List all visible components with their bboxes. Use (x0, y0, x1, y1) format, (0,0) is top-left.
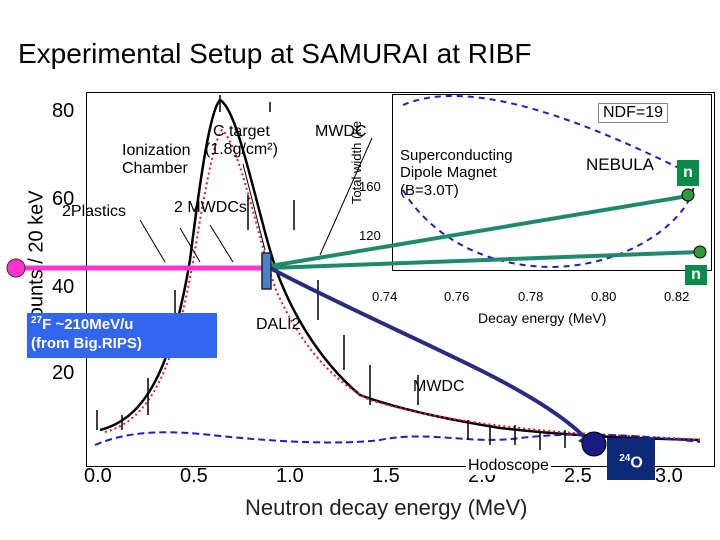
mwdc-top-label: MWDC (315, 123, 367, 140)
neutron-track-2 (269, 250, 701, 270)
fragment-box: 24O (607, 438, 655, 480)
ionization-chamber-label: Ionization Chamber (122, 142, 191, 178)
beam-mass-number: 27 (31, 315, 43, 326)
inset-x-tick-3: 0.80 (591, 289, 617, 304)
x-tick-1: 0.5 (180, 465, 208, 487)
dali-label: DALI2 (256, 316, 301, 333)
neutron-box-1: n (677, 160, 699, 186)
beam-info-text: F ~210MeV/u (from Big.RIPS) (31, 316, 142, 352)
y-tick-20: 20 (52, 362, 75, 384)
slide-title: Experimental Setup at SAMURAI at RIBF (18, 38, 532, 69)
y-tick-80: 80 (52, 100, 75, 122)
main-plot-frame (86, 92, 715, 467)
fragment-label: O (630, 454, 643, 472)
y-tick-40: 40 (52, 276, 75, 298)
inset-curves (402, 95, 696, 269)
fit-curve-black (99, 98, 701, 442)
x-tick-2: 1.0 (276, 465, 304, 487)
x-tick-5: 2.5 (564, 465, 592, 487)
c-target-label: C target (1.8g/cm²) (205, 123, 278, 159)
x-tick-0: 0.0 (84, 465, 112, 487)
target-block (261, 252, 272, 290)
inset-x-tick-4: 0.82 (664, 289, 690, 304)
inset-legend: NDF=19 (598, 103, 669, 123)
inset-x-label: Decay energy (MeV) (478, 310, 607, 326)
beam-info-box: 27F ~210MeV/u (from Big.RIPS) (27, 313, 217, 358)
fit-curve-red (104, 128, 701, 441)
neutron-box-2: n (685, 265, 707, 285)
neutron-track-1 (269, 194, 689, 268)
inset-y-tick-120: 120 (359, 228, 381, 243)
inset-plot: NDF=19 160 120 Total width (ke (349, 94, 712, 271)
x-axis-title: Neutron decay energy (MeV) (245, 495, 528, 520)
fragment-dot (581, 431, 607, 457)
beam-source (6, 258, 26, 278)
inset-x-tick-2: 0.78 (518, 289, 544, 304)
magnet-label: Superconducting Dipole Magnet (B=3.0T) (400, 147, 513, 199)
background-curve-blue (94, 431, 701, 446)
neutron-1 (681, 188, 695, 202)
fragment-mass-number: 24 (619, 453, 631, 464)
inset-x-tick-1: 0.76 (444, 289, 470, 304)
fragment-track (269, 266, 592, 445)
hodoscope-label: Hodoscope (466, 457, 551, 476)
neutron-2 (693, 245, 707, 259)
x-tick-3: 1.5 (372, 465, 400, 487)
plastics-label: 2Plastics (62, 203, 127, 220)
mwdcs2-label: 2 MWDCs (174, 199, 247, 216)
inset-x-tick-0: 0.74 (372, 289, 398, 304)
x-tick-6: 3.0 (655, 465, 683, 487)
y-tick-60: 60 (52, 188, 75, 210)
data-points (96, 95, 566, 450)
nebula-label: NEBULA (586, 155, 655, 174)
inset-y-tick-160: 160 (359, 179, 381, 194)
mwdc-low-label: MWDC (413, 378, 465, 395)
